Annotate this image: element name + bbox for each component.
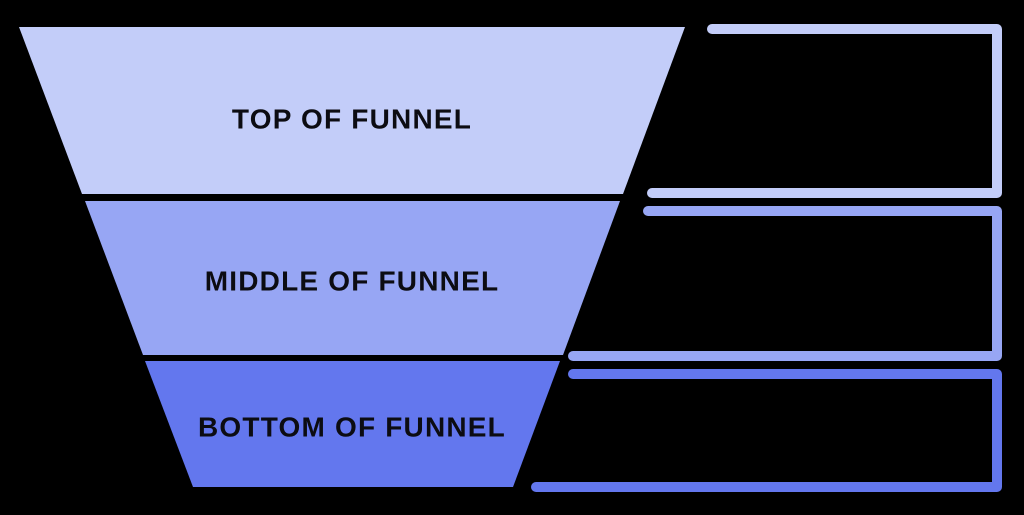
annotation-brackets <box>531 24 1002 492</box>
funnel-labels: TOP OF FUNNEL MIDDLE OF FUNNEL BOTTOM OF… <box>198 104 506 443</box>
funnel <box>19 27 685 487</box>
funnel-stage-bottom <box>145 361 560 487</box>
funnel-stage-top <box>19 27 685 194</box>
bracket-top-icon <box>647 24 1002 198</box>
funnel-stage-middle <box>85 201 620 355</box>
funnel-stage-top-label: TOP OF FUNNEL <box>232 104 472 135</box>
bracket-bottom-icon <box>531 369 1002 492</box>
bracket-middle-icon <box>568 206 1002 361</box>
funnel-stage-middle-label: MIDDLE OF FUNNEL <box>205 266 500 297</box>
funnel-stage-bottom-label: BOTTOM OF FUNNEL <box>198 412 506 443</box>
